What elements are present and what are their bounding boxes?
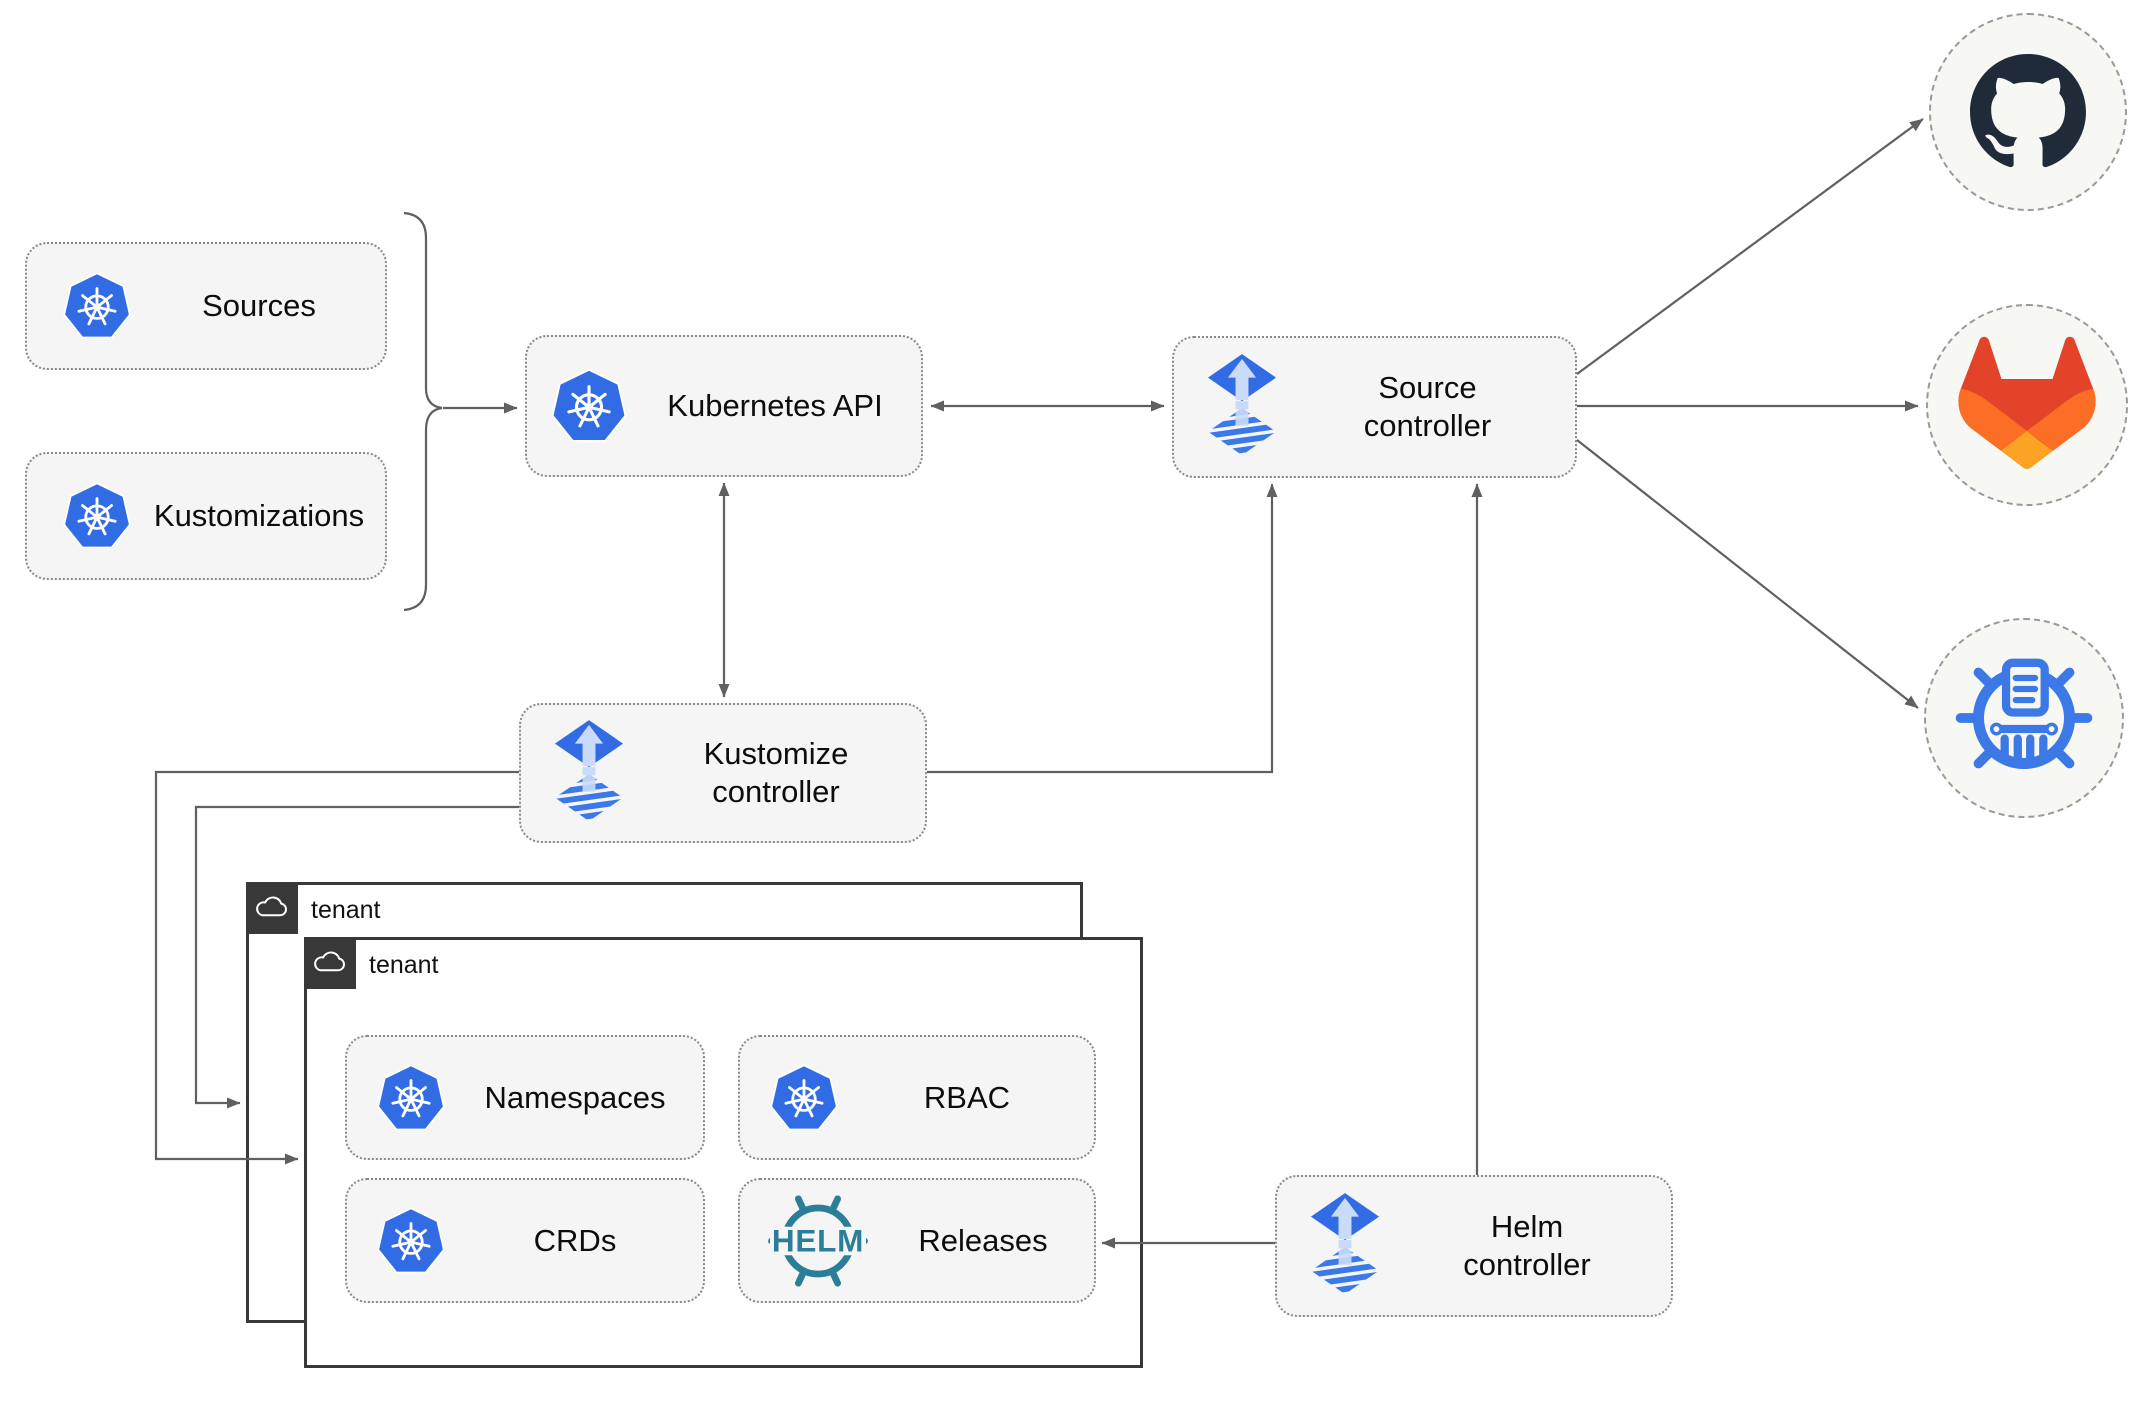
- node-helm-controller: Helm controller: [1275, 1175, 1673, 1317]
- node-label: Helm controller: [1463, 1209, 1591, 1282]
- flux-icon: [1307, 1192, 1383, 1300]
- node-label: Sources: [202, 288, 316, 324]
- tenant-label: tenant: [369, 951, 439, 979]
- node-label: Kubernetes API: [667, 388, 883, 424]
- github-icon: [1970, 54, 2086, 168]
- node-namespaces: Namespaces: [345, 1035, 705, 1160]
- chartmuseum-endpoint: [1924, 618, 2124, 818]
- node-label: RBAC: [923, 1079, 1011, 1115]
- node-label: Namespaces: [484, 1079, 666, 1115]
- node-releases: HELM Releases: [738, 1178, 1096, 1303]
- flux-icon: [551, 719, 627, 827]
- node-label: CRDs: [533, 1222, 617, 1258]
- arrow-kustomize-to-source-controller: [927, 483, 1278, 774]
- node-sources: Sources: [25, 242, 387, 370]
- node-label: Kustomizations: [153, 498, 365, 534]
- gitlab-endpoint: [1926, 304, 2128, 506]
- kubernetes-icon: [61, 480, 133, 552]
- node-kustomize-controller: Kustomize controller: [519, 703, 927, 843]
- tenant-tab: [304, 937, 356, 989]
- node-kustomizations: Kustomizations: [25, 452, 387, 580]
- tenant-label: tenant: [311, 896, 381, 924]
- cloud-icon: [256, 896, 287, 917]
- arrow-source-to-chartmuseum: [1576, 439, 1919, 709]
- helm-icon: HELM: [764, 1187, 872, 1295]
- helm-wordmark: HELM: [772, 1222, 864, 1258]
- kubernetes-icon: [375, 1205, 447, 1277]
- node-crds: CRDs: [345, 1178, 705, 1303]
- chartmuseum-icon: [1955, 658, 2093, 770]
- kubernetes-icon: [375, 1062, 447, 1134]
- gitlab-icon: [1958, 336, 2096, 469]
- tenant-tab: [246, 882, 298, 934]
- node-label: Source controller: [1363, 370, 1492, 443]
- node-kubernetes-api: Kubernetes API: [525, 335, 923, 477]
- arrow-source-to-github: [1576, 118, 1924, 375]
- node-source-controller: Source controller: [1172, 336, 1577, 478]
- node-label: Kustomize controller: [703, 736, 849, 809]
- node-label: Releases: [918, 1222, 1048, 1258]
- kubernetes-icon: [768, 1062, 840, 1134]
- cloud-icon: [314, 951, 345, 972]
- node-rbac: RBAC: [738, 1035, 1096, 1160]
- kubernetes-icon: [549, 366, 629, 446]
- github-endpoint: [1929, 13, 2127, 211]
- flux-icon: [1204, 353, 1280, 461]
- kubernetes-icon: [61, 270, 133, 342]
- group-brace: [403, 211, 443, 612]
